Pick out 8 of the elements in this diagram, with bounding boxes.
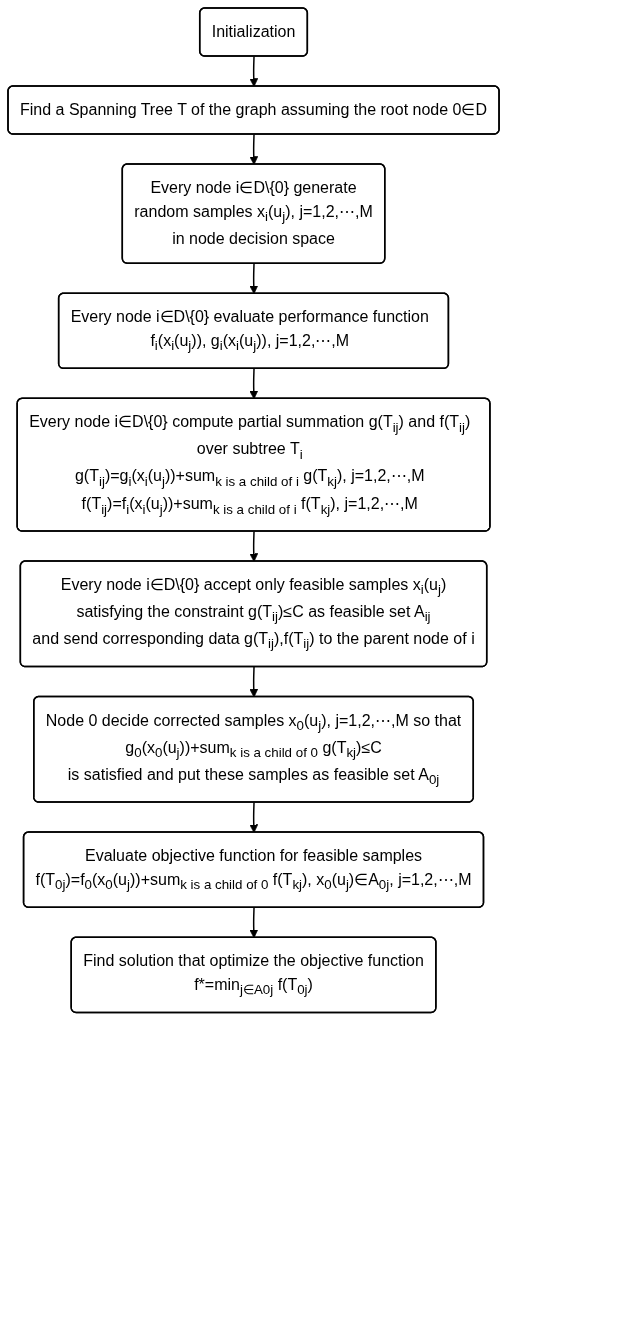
- arrow: [249, 55, 259, 87]
- arrow: [249, 133, 259, 165]
- arrow: [249, 666, 259, 698]
- arrow: [249, 801, 259, 833]
- arrow: [249, 907, 259, 939]
- arrow: [249, 368, 259, 400]
- arrow: [249, 262, 259, 295]
- arrow: [249, 530, 259, 562]
